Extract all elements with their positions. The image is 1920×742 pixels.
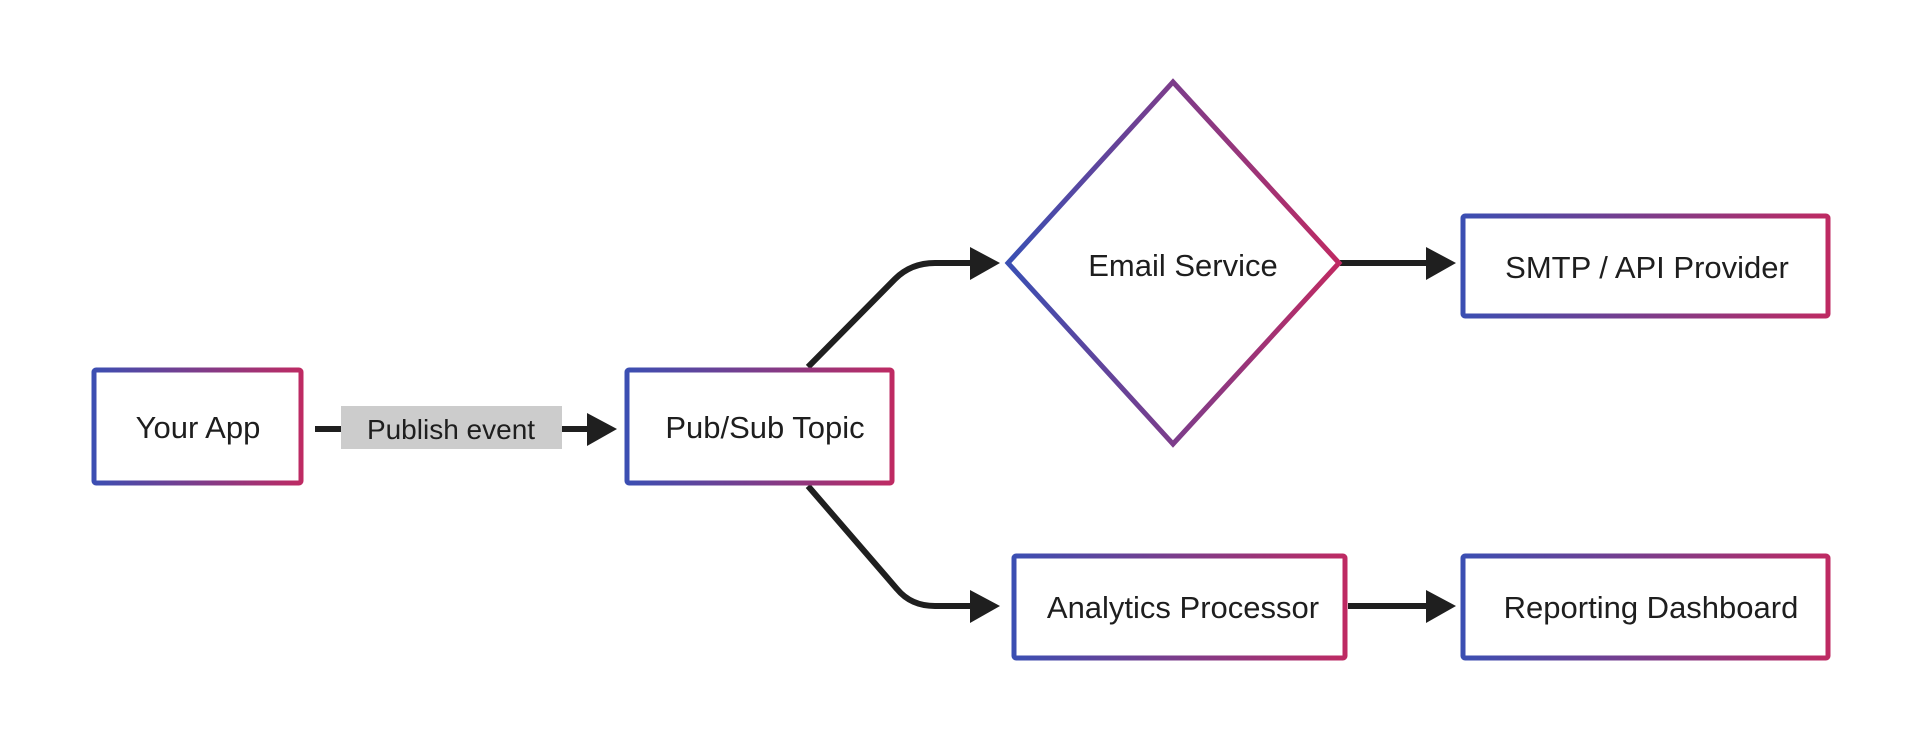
node-smtp-provider[interactable]: SMTP / API Provider xyxy=(1460,213,1831,319)
edge-pubsub-to-email-service[interactable] xyxy=(805,247,1000,370)
node-analytics-processor[interactable]: Analytics Processor xyxy=(1011,553,1348,661)
arrowhead-icon xyxy=(1426,590,1456,623)
edges: Publish event xyxy=(315,247,1456,623)
node-email-service[interactable]: Email Service xyxy=(1004,78,1343,448)
node-label: Reporting Dashboard xyxy=(1504,590,1799,625)
arrowhead-icon xyxy=(1426,247,1456,280)
edge-pubsub-to-analytics-processor[interactable] xyxy=(805,484,1000,623)
node-shape xyxy=(1460,553,1831,661)
edge-analytics-to-reporting-dashboard[interactable] xyxy=(1348,590,1456,623)
node-pubsub-topic[interactable]: Pub/Sub Topic xyxy=(624,367,895,486)
arrowhead-icon xyxy=(970,590,1000,623)
arrowhead-icon xyxy=(587,413,617,446)
edge-email-service-to-smtp-provider[interactable] xyxy=(1340,247,1456,280)
arrowhead-icon xyxy=(970,247,1000,280)
node-shape xyxy=(1460,213,1831,319)
edge-your-app-to-pubsub[interactable]: Publish event xyxy=(315,406,617,449)
edge-label-background xyxy=(341,406,562,449)
node-shape xyxy=(624,367,895,486)
node-label: Pub/Sub Topic xyxy=(665,410,864,445)
edge-line xyxy=(805,484,972,609)
node-shape xyxy=(91,367,304,486)
node-label: SMTP / API Provider xyxy=(1505,250,1789,285)
node-label: Email Service xyxy=(1088,248,1278,283)
edge-line xyxy=(805,260,972,370)
node-your-app[interactable]: Your App xyxy=(91,367,304,486)
node-shape xyxy=(1011,553,1348,661)
node-label: Analytics Processor xyxy=(1047,590,1319,625)
edge-label: Publish event xyxy=(367,414,535,445)
node-shape-diamond xyxy=(1004,78,1343,448)
node-label: Your App xyxy=(136,410,261,445)
node-reporting-dashboard[interactable]: Reporting Dashboard xyxy=(1460,553,1831,661)
